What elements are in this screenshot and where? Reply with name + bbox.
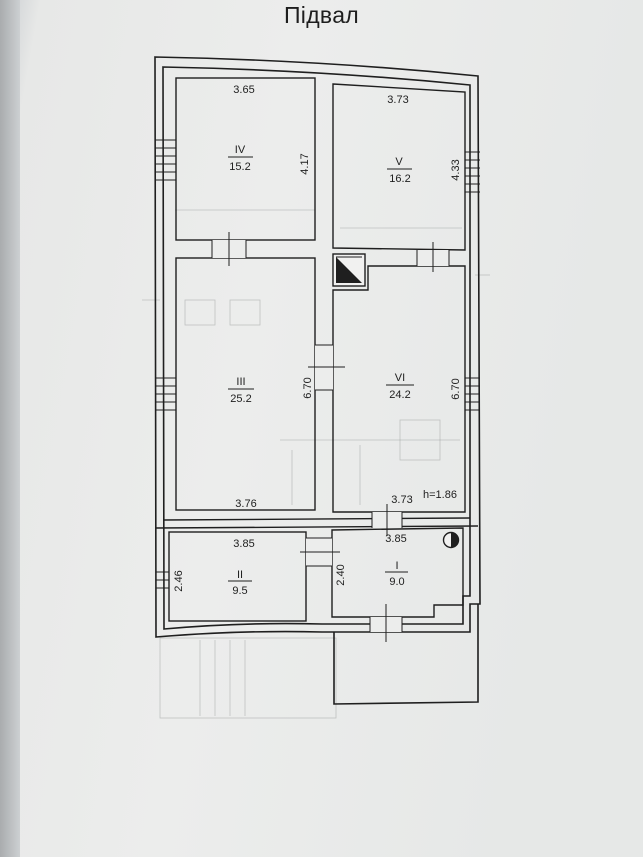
room-iv-area: 15.2	[229, 161, 250, 173]
outer-walls	[154, 56, 481, 638]
room-v-outline	[332, 83, 466, 251]
room-v-area: 16.2	[389, 173, 410, 185]
room-iii-area: 25.2	[230, 393, 251, 405]
room-i-width: 3.85	[385, 533, 406, 545]
room-ii-height: 2.46	[173, 570, 185, 591]
room-iv-height: 4.17	[299, 153, 311, 174]
room-v-number: V	[395, 156, 403, 168]
ceiling-height: h=1.86	[423, 489, 457, 501]
page-edge	[0, 0, 20, 857]
room-iv-number: IV	[235, 144, 246, 156]
room-vi-width: 3.73	[391, 494, 412, 506]
room-ii-outline	[168, 531, 307, 622]
room-i-height: 2.40	[335, 564, 347, 585]
room-v-width: 3.73	[387, 94, 408, 106]
room-iii-height: 6.70	[302, 377, 314, 398]
room-iii-number: III	[236, 376, 245, 388]
room-i-number: I	[395, 560, 398, 572]
room-ii-width: 3.85	[233, 538, 254, 550]
divider-wall-2	[155, 525, 479, 529]
ghost-lines	[142, 209, 490, 719]
windows	[155, 139, 480, 589]
room-iv-width: 3.65	[233, 84, 254, 96]
room-i-outline	[331, 527, 464, 618]
divider-wall	[162, 517, 471, 521]
room-ii-number: II	[237, 569, 243, 581]
room-iii-width: 3.76	[235, 498, 256, 510]
room-vi-outline	[332, 265, 466, 513]
plan-title: Підвал	[283, 2, 360, 28]
boiler-icon	[442, 531, 460, 549]
room-vi-height: 6.70	[450, 378, 462, 399]
doorways	[211, 232, 450, 642]
room-vi-number: VI	[395, 372, 405, 384]
room-i-area: 9.0	[389, 576, 404, 588]
room-ii-area: 9.5	[232, 585, 247, 597]
room-vi-area: 24.2	[389, 389, 410, 401]
room-iv-outline	[175, 77, 316, 241]
ventilation-shaft-icon	[332, 253, 366, 287]
annex-outline	[333, 604, 479, 705]
room-v-height: 4.33	[450, 159, 462, 180]
